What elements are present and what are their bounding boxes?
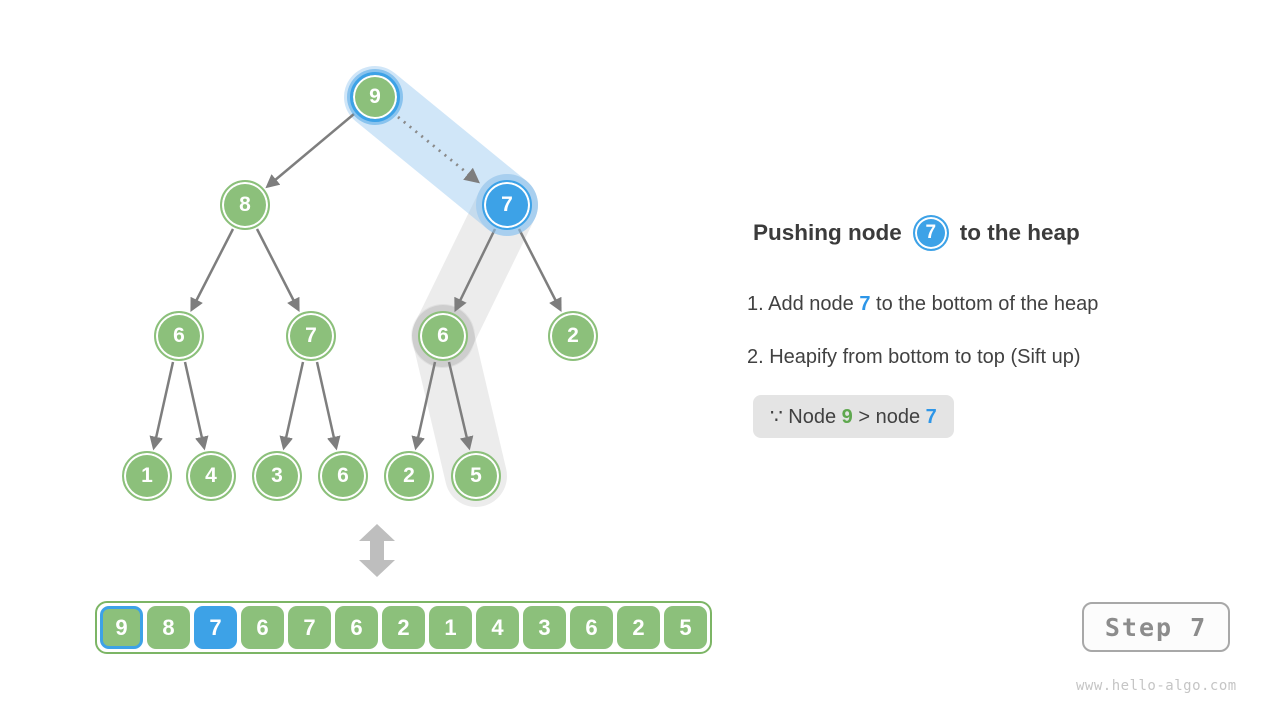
array-cell-1: 8	[147, 606, 190, 649]
array-cell-7: 1	[429, 606, 472, 649]
tree-node-3: 6	[154, 311, 204, 361]
note-blue-value: 7	[925, 406, 937, 428]
array-cell-12: 5	[664, 606, 707, 649]
swap-band-blue	[344, 66, 538, 236]
array-cell-8: 4	[476, 606, 519, 649]
tree-node-11: 2	[384, 451, 434, 501]
panel-title: Pushing node 7 to the heap	[753, 211, 1080, 255]
array-cell-0: 9	[100, 606, 143, 649]
tree-node-7: 1	[122, 451, 172, 501]
step-2-prefix: 2. Heapify from bottom to top (Sift up)	[747, 346, 1081, 368]
array-cell-2: 7	[194, 606, 237, 649]
step-1-prefix: 1. Add node	[747, 293, 860, 315]
panel-title-prefix: Pushing node	[753, 220, 902, 245]
tree-node-6: 2	[548, 311, 598, 361]
tree-node-1: 8	[220, 180, 270, 230]
tree-edges	[149, 113, 562, 451]
note-green-value: 9	[841, 406, 853, 428]
array-cell-4: 7	[288, 606, 331, 649]
tree-node-2: 7	[482, 180, 532, 230]
tree-node-4: 7	[286, 311, 336, 361]
heap-array: 9 8 7 6 7 6 2 1 4 3 6 2 5	[95, 601, 712, 654]
swap-arrow-icon	[359, 524, 395, 577]
step-1-highlight: 7	[859, 293, 871, 315]
step-1-text: 1. Add node 7 to the bottom of the heap	[747, 293, 1098, 316]
step-1-suffix: to the bottom of the heap	[870, 293, 1099, 315]
array-cell-10: 6	[570, 606, 613, 649]
tree-node-5: 6	[418, 311, 468, 361]
tree-node-10: 6	[318, 451, 368, 501]
tree-node-8: 4	[186, 451, 236, 501]
step-2-text: 2. Heapify from bottom to top (Sift up)	[747, 346, 1080, 369]
array-cell-11: 2	[617, 606, 660, 649]
note-prefix: ∵ Node	[770, 406, 842, 428]
step-badge: Step 7	[1082, 602, 1230, 652]
array-cell-9: 3	[523, 606, 566, 649]
title-node-badge: 7	[912, 215, 949, 251]
tree-node-9: 3	[252, 451, 302, 501]
panel-title-suffix: to the heap	[959, 220, 1080, 245]
watermark-text: www.hello-algo.com	[1076, 678, 1237, 694]
tree-node-0: 9	[350, 72, 400, 122]
array-cell-6: 2	[382, 606, 425, 649]
heap-tree: 9 8 7 6 7 6 2 1 4 3 6 2 5	[0, 0, 740, 590]
note-middle: > node	[852, 406, 926, 428]
comparison-note: ∵ Node 9 > node 7	[753, 395, 954, 438]
array-cell-3: 6	[241, 606, 284, 649]
tree-node-12: 5	[451, 451, 501, 501]
array-cell-5: 6	[335, 606, 378, 649]
swap-dotted-arrow	[397, 115, 480, 184]
